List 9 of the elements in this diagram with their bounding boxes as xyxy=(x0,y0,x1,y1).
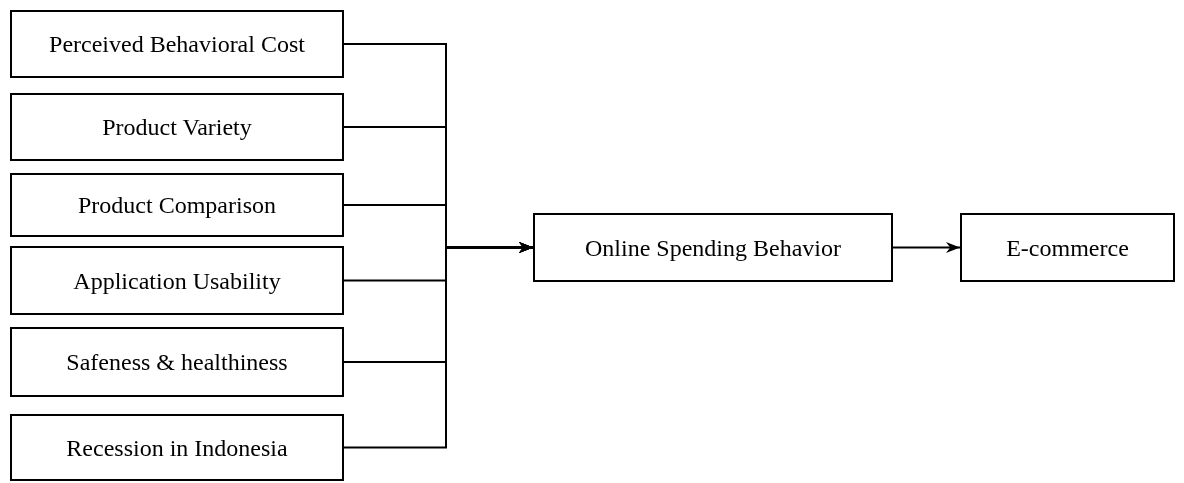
text-box: Recession in Indonesia xyxy=(10,414,344,481)
text-box: Product Variety xyxy=(10,93,344,161)
arrow xyxy=(892,241,961,254)
text-box: E-commerce xyxy=(960,213,1175,282)
text-box: Perceived Behavioral Cost xyxy=(10,10,344,78)
text-box: Application Usability xyxy=(10,246,344,315)
text-box: Product Comparison xyxy=(10,173,344,237)
text-box: Online Spending Behavior xyxy=(533,213,893,282)
text-box: Safeness & healthiness xyxy=(10,327,344,397)
